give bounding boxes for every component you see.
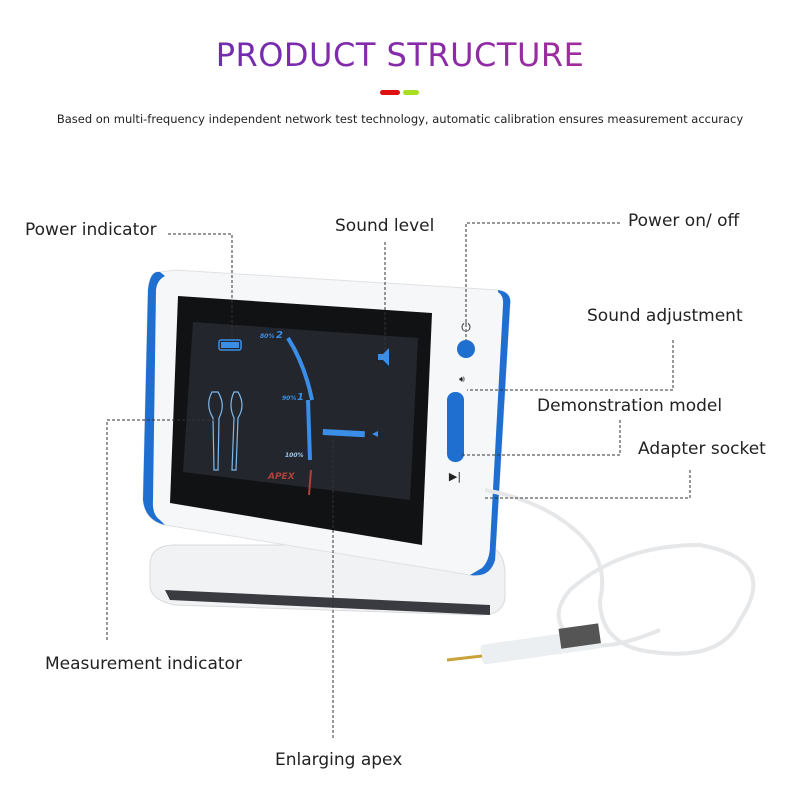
leader-lines [106, 222, 691, 740]
label-enlarging-apex: Enlarging apex [275, 750, 403, 770]
battery-icon [218, 339, 242, 351]
label-adapter-socket: Adapter socket [638, 439, 766, 459]
tooth-model-icon [208, 391, 243, 471]
power-button [457, 340, 475, 358]
label-power-indicator: Power indicator [25, 220, 157, 240]
label-power-on-off: Power on/ off [628, 211, 740, 231]
probe-pin [446, 654, 483, 662]
page-subtitle: Based on multi-frequency independent net… [56, 112, 744, 126]
mark-90-label: 90% [282, 395, 297, 402]
mark-1-number: 1 [297, 392, 304, 403]
label-measurement-indicator: Measurement indicator [45, 654, 242, 674]
apex-indicator-bar [322, 429, 365, 438]
cable [484, 488, 756, 656]
label-demonstration-model: Demonstration model [537, 396, 723, 416]
play-icon: ▶| [449, 470, 461, 483]
mark-80-label: 80% [260, 333, 275, 340]
label-sound-level: Sound level [335, 216, 435, 236]
volume-icon: 🔊︎ [459, 375, 465, 385]
depth-scale [286, 336, 314, 461]
page-title: PRODUCT STRUCTURE [0, 36, 800, 74]
pointer-arrow [372, 431, 378, 437]
accent-dash-green [403, 90, 419, 95]
speaker-icon [378, 348, 389, 366]
accent-dash-red [380, 90, 400, 95]
screen [183, 322, 418, 500]
label-sound-adjustment: Sound adjustment [587, 306, 743, 326]
mark-2-number: 2 [276, 330, 283, 341]
apex-label: APEX [268, 472, 295, 482]
mark-100-label: 100% [285, 452, 304, 459]
sound-adjust-button [447, 392, 464, 462]
